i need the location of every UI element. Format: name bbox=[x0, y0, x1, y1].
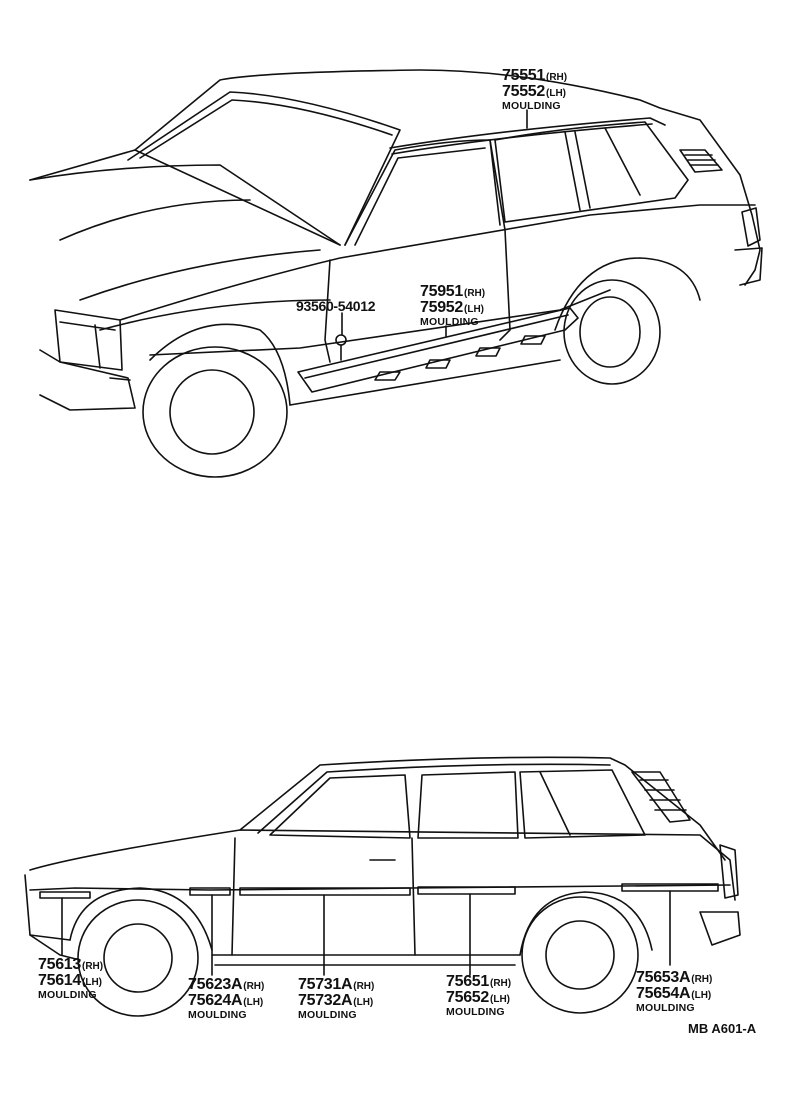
callout-roof-moulding: 75551(RH) 75552(LH) MOULDING bbox=[502, 68, 567, 112]
part-number-rh: 75731A bbox=[298, 976, 353, 993]
part-number-rh: 75653A bbox=[636, 969, 691, 986]
part-number-lh: 75654A bbox=[636, 985, 691, 1002]
callout-clip: 93560-54012 bbox=[296, 298, 376, 315]
side-rh: (RH) bbox=[691, 974, 713, 985]
diagram-code: MB A601-A bbox=[688, 1021, 757, 1036]
part-number-lh: 75952 bbox=[420, 299, 463, 316]
side-rh: (RH) bbox=[353, 981, 375, 992]
part-name: MOULDING bbox=[502, 100, 561, 112]
side-lh: (LH) bbox=[353, 997, 374, 1008]
part-number-rh: 75623A bbox=[188, 976, 243, 993]
part-number-rh: 75651 bbox=[446, 973, 489, 990]
callout-rocker-moulding: 75951(RH) 75952(LH) MOULDING bbox=[420, 284, 485, 328]
part-name: MOULDING bbox=[446, 1006, 505, 1018]
side-rh: (RH) bbox=[464, 288, 486, 299]
side-rh: (RH) bbox=[243, 981, 265, 992]
side-lh: (LH) bbox=[243, 997, 264, 1008]
part-number-rh: 75951 bbox=[420, 283, 463, 300]
part-name: MOULDING bbox=[420, 316, 479, 328]
side-lh: (LH) bbox=[691, 990, 712, 1001]
part-name: MOULDING bbox=[188, 1009, 247, 1021]
callout-quarter-moulding: 75653A(RH) 75654A(LH) MOULDING bbox=[636, 970, 712, 1014]
part-number-lh: 75614 bbox=[38, 972, 81, 989]
part-number-lh: 75624A bbox=[188, 992, 243, 1009]
side-rh: (RH) bbox=[546, 72, 568, 83]
part-name: MOULDING bbox=[38, 989, 97, 1001]
side-rh: (RH) bbox=[490, 978, 512, 989]
callout-door-moulding: 75731A(RH) 75732A(LH) MOULDING bbox=[298, 977, 374, 1021]
side-lh: (LH) bbox=[490, 994, 510, 1005]
side-lh: (LH) bbox=[82, 977, 102, 988]
side-lh: (LH) bbox=[464, 304, 484, 315]
part-name: MOULDING bbox=[298, 1009, 357, 1021]
callout-front-door-moulding: 75623A(RH) 75624A(LH) MOULDING bbox=[188, 977, 264, 1021]
side-lh: (LH) bbox=[546, 88, 566, 99]
part-number-rh: 75551 bbox=[502, 67, 545, 84]
part-number-rh: 75613 bbox=[38, 956, 81, 973]
part-number-lh: 75732A bbox=[298, 992, 353, 1009]
callout-rear-door-moulding: 75651(RH) 75652(LH) MOULDING bbox=[446, 974, 511, 1018]
part-number-lh: 75552 bbox=[502, 83, 545, 100]
part-number-lh: 75652 bbox=[446, 989, 489, 1006]
part-name: MOULDING bbox=[636, 1002, 695, 1014]
part-number: 93560-54012 bbox=[296, 298, 376, 314]
callout-fender-moulding: 75613(RH) 75614(LH) MOULDING bbox=[38, 957, 103, 1001]
wagon-side-drawing bbox=[25, 757, 740, 1016]
side-rh: (RH) bbox=[82, 961, 104, 972]
wagon-perspective-drawing bbox=[30, 70, 762, 477]
